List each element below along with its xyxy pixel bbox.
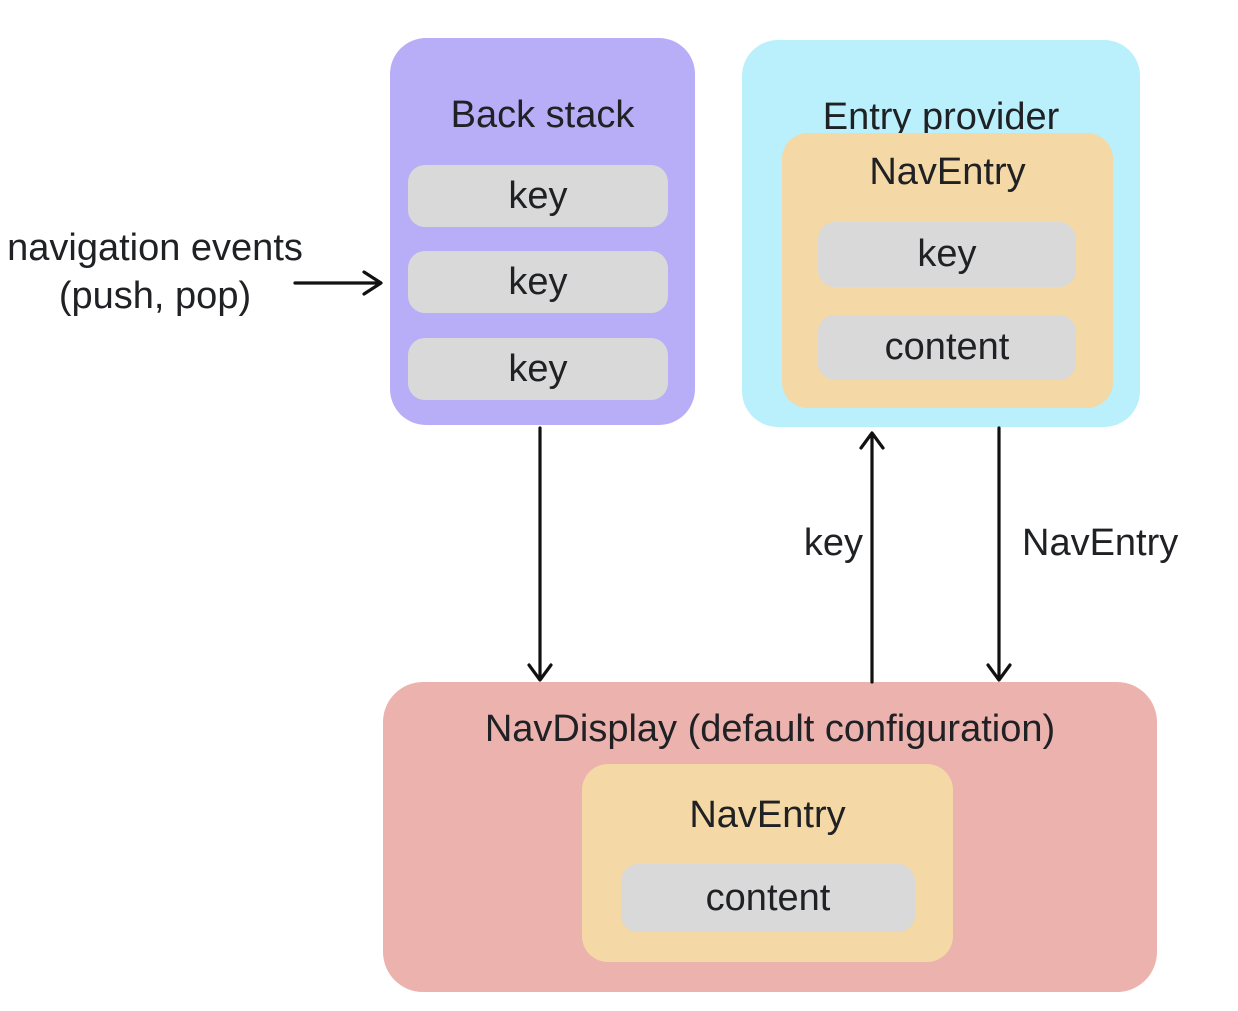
entry-provider-naventry-box: NavEntry key content: [782, 133, 1113, 408]
entry-provider-key-item: key: [818, 222, 1076, 287]
nav-display-title: NavDisplay (default configuration): [484, 708, 1056, 750]
navigation-events-label-line1: navigation events: [7, 227, 303, 269]
back-stack-key-item: key: [408, 251, 668, 313]
entry-provider-naventry-title: NavEntry: [869, 151, 1026, 193]
back-stack-title: Back stack: [450, 94, 635, 136]
naventry-arrow-label: NavEntry: [1022, 522, 1179, 564]
key-arrow-label: key: [803, 522, 863, 564]
nav-events-to-back-stack-arrow: [293, 270, 383, 296]
entry-provider-title: Entry provider: [822, 96, 1060, 138]
navigation-events-label-line2: (push, pop): [58, 275, 252, 317]
nav-display-to-entry-provider-key-arrow: [859, 431, 885, 684]
nav-display-naventry-box: NavEntry content: [582, 764, 953, 962]
entry-provider-box: Entry provider NavEntry key content: [742, 40, 1140, 427]
back-stack-to-nav-display-arrow: [527, 426, 553, 682]
nav-display-content-item: content: [621, 864, 915, 932]
navigation-events-label: navigation events (push, pop): [5, 224, 305, 320]
nav-display-naventry-title: NavEntry: [689, 794, 846, 836]
back-stack-key-item: key: [408, 338, 668, 400]
entry-provider-content-item: content: [818, 315, 1076, 380]
nav-display-box: NavDisplay (default configuration) NavEn…: [383, 682, 1157, 992]
back-stack-box: Back stack key key key: [390, 38, 695, 425]
entry-provider-to-nav-display-naventry-arrow: [986, 426, 1012, 682]
back-stack-key-item: key: [408, 165, 668, 227]
